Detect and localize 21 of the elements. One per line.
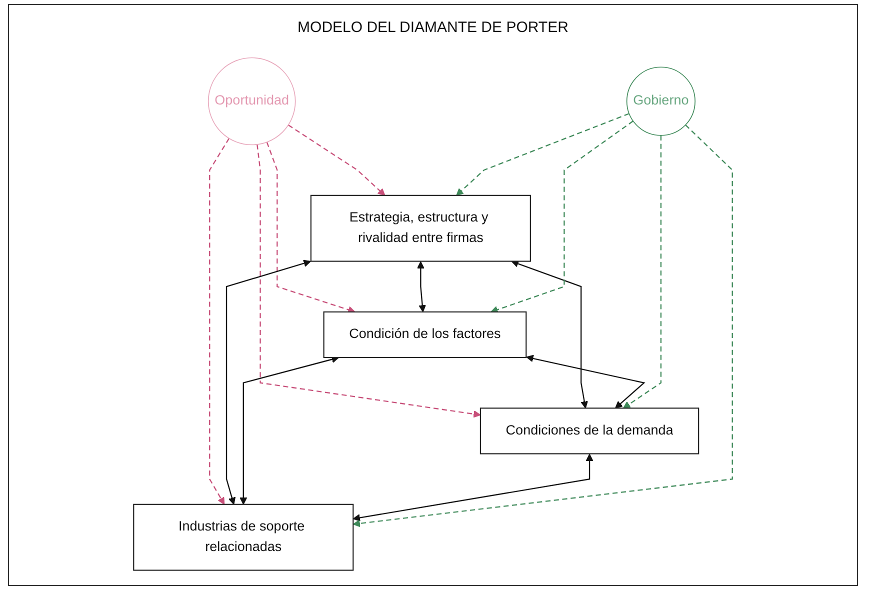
arrow [352,124,733,528]
arrow [226,260,311,505]
arrow [456,113,630,196]
arrow [416,261,426,312]
arrow [490,120,634,314]
diagram: Oportunidad Estrategia, estructura y rivalidad entre firmas Condición de los factores Condiciones de la demanda Industrias de soporte relacionadas Gobierno [19,51,847,577]
arrow [209,138,230,505]
arrow [288,124,386,196]
arrow [526,354,646,408]
node-box [133,504,354,571]
arrow [256,144,481,418]
node-circle [208,57,296,146]
node-box [480,408,700,454]
arrow [511,260,588,408]
arrow [266,142,356,314]
arrow [623,135,662,408]
diagram-title: MODELO DEL DIAMANTE DE PORTER [298,19,568,36]
node-box [323,311,527,358]
arrow [352,454,594,522]
node-box [310,194,531,262]
node-circle [626,66,696,136]
